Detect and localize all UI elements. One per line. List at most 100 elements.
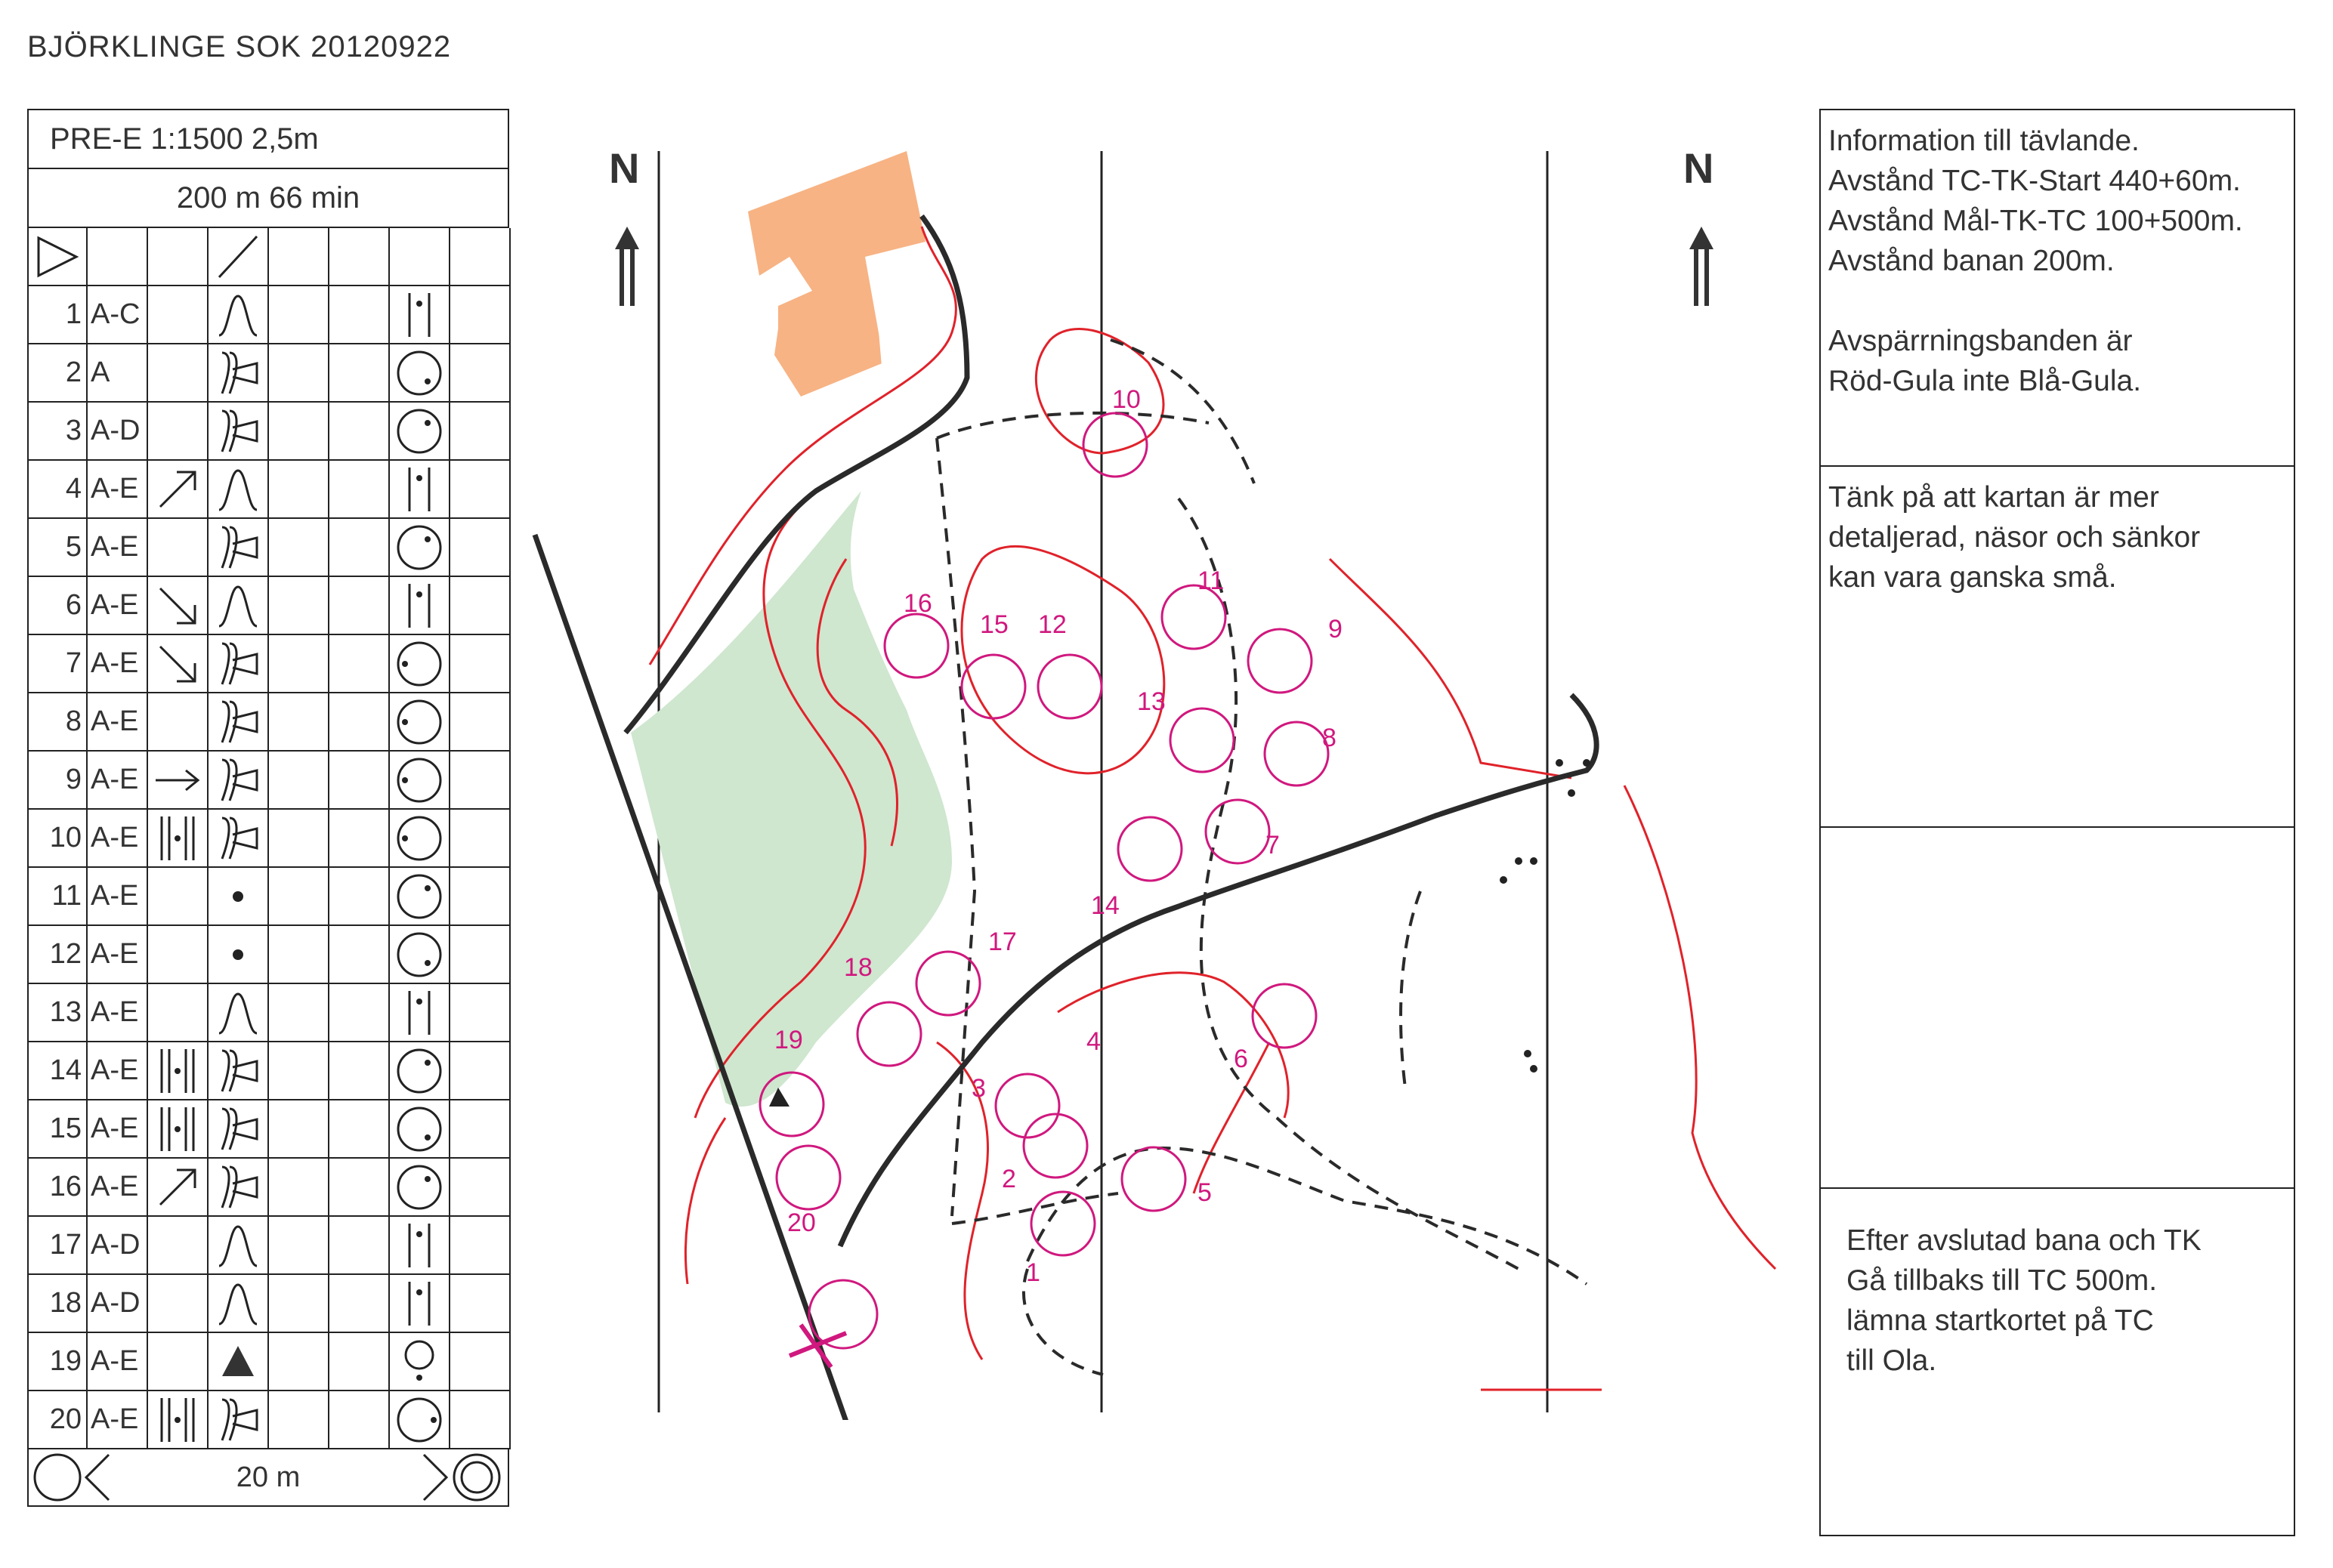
finish-distance: 20 m (236, 1461, 301, 1493)
control-code: A-E (88, 752, 148, 810)
control-number: 4 (29, 461, 88, 519)
control-feature-icon (209, 635, 269, 693)
control-code: A-D (88, 1275, 148, 1333)
control-feature-icon (209, 1333, 269, 1391)
control-position-icon (390, 403, 450, 461)
control-number: 18 (29, 1275, 88, 1333)
info-line: Avstånd TC-TK-Start 440+60m. (1828, 165, 2241, 197)
control-position-icon (390, 1217, 450, 1275)
control-label-18: 18 (844, 953, 873, 982)
empty-cell (269, 344, 329, 403)
control-number: 11 (29, 868, 88, 926)
contour-lines (648, 226, 1777, 1391)
control-label-2: 2 (1002, 1165, 1016, 1193)
control-label-3: 3 (972, 1074, 986, 1103)
control-number: 8 (29, 693, 88, 752)
empty-cell (329, 868, 390, 926)
empty-cell (450, 1333, 511, 1391)
empty-cell (450, 519, 511, 577)
info-line: Tänk på att kartan är mer (1828, 481, 2159, 514)
control-feature-icon (209, 1100, 269, 1159)
control-label-14: 14 (1091, 891, 1120, 920)
empty-cell (450, 1100, 511, 1159)
control-position-icon (390, 1333, 450, 1391)
control-direction (148, 1042, 209, 1100)
north-label-right: N (1683, 144, 1713, 192)
empty-cell (450, 403, 511, 461)
control-direction (148, 810, 209, 868)
empty-cell (329, 1042, 390, 1100)
empty-cell (329, 693, 390, 752)
empty-cell (269, 1333, 329, 1391)
info-gap (1828, 281, 2286, 321)
building-gap (873, 249, 922, 393)
control-code: A-E (88, 693, 148, 752)
control-label-16: 16 (904, 589, 932, 618)
empty-cell (450, 344, 511, 403)
control-direction (148, 344, 209, 403)
control-direction (148, 403, 209, 461)
control-code: A-E (88, 577, 148, 635)
info-line: Efter avslutad bana och TK (1846, 1224, 2202, 1257)
finish-icon (422, 1453, 501, 1502)
control-position-icon (390, 926, 450, 984)
control-feature-icon (209, 461, 269, 519)
control-feature-icon (209, 1159, 269, 1217)
empty-cell (269, 1275, 329, 1333)
empty-cell (269, 926, 329, 984)
info-line: detaljerad, näsor och sänkor (1828, 521, 2201, 554)
control-direction (148, 461, 209, 519)
control-feature-icon (209, 519, 269, 577)
empty-cell (269, 984, 329, 1042)
empty-cell (450, 752, 511, 810)
control-feature-icon (209, 577, 269, 635)
control-position-icon (390, 1100, 450, 1159)
start-marker (788, 1323, 848, 1369)
empty-cell (269, 286, 329, 344)
empty-cell (269, 752, 329, 810)
empty-cell (450, 577, 511, 635)
control-feature-icon (209, 1217, 269, 1275)
control-label-5: 5 (1197, 1178, 1212, 1207)
control-code: A-E (88, 926, 148, 984)
control-code: A-E (88, 1391, 148, 1449)
control-direction (148, 1217, 209, 1275)
empty-cell (450, 810, 511, 868)
info-line: lämna startkortet på TC (1846, 1304, 2154, 1337)
control-direction (148, 1275, 209, 1333)
control-code: A-E (88, 635, 148, 693)
empty-cell (269, 868, 329, 926)
control-code: A-E (88, 868, 148, 926)
control-number: 6 (29, 577, 88, 635)
control-code: A-E (88, 461, 148, 519)
control-feature-icon (209, 693, 269, 752)
empty-cell (329, 577, 390, 635)
control-number: 5 (29, 519, 88, 577)
control-code: A-D (88, 1217, 148, 1275)
empty-cell (329, 752, 390, 810)
page-title: BJÖRKLINGE SOK 20120922 (27, 30, 452, 63)
control-code: A-E (88, 810, 148, 868)
control-feature-icon (209, 984, 269, 1042)
info-section-4: Efter avslutad bana och TK Gå tillbaks t… (1821, 1189, 2294, 1381)
empty-cell (329, 635, 390, 693)
empty-cell (329, 984, 390, 1042)
empty-cell (269, 228, 329, 286)
info-section-3 (1821, 828, 2294, 1189)
empty-cell (329, 1100, 390, 1159)
info-line: Avstånd banan 200m. (1828, 245, 2115, 277)
control-code: A (88, 344, 148, 403)
empty-cell (450, 868, 511, 926)
control-number: 2 (29, 344, 88, 403)
control-label-13: 13 (1137, 687, 1166, 716)
info-section-2: Tänk på att kartan är mer detaljerad, nä… (1821, 467, 2294, 828)
control-position-icon (390, 519, 450, 577)
info-line: Avspärrningsbanden är (1828, 325, 2133, 357)
empty-cell (269, 403, 329, 461)
control-code: A-E (88, 1042, 148, 1100)
control-direction (148, 635, 209, 693)
control-number: 17 (29, 1217, 88, 1275)
control-number: 19 (29, 1333, 88, 1391)
info-line: kan vara ganska små. (1828, 561, 2117, 594)
